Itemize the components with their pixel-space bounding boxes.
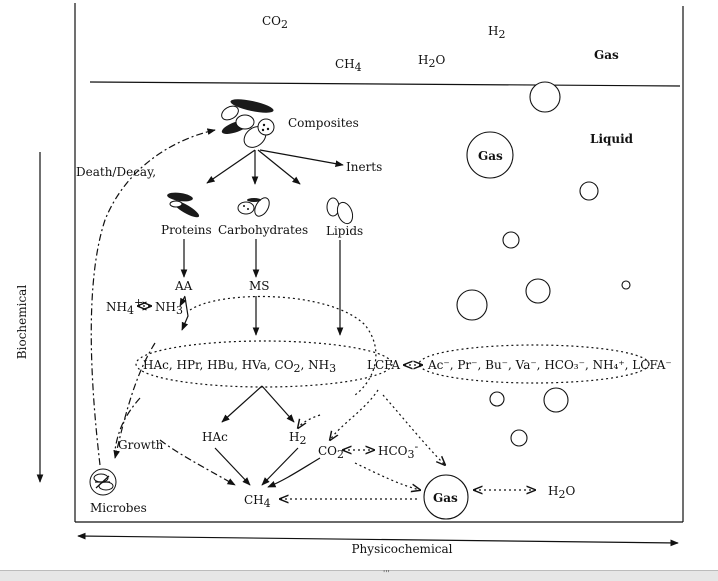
- gas-out-bubble: [423, 474, 469, 520]
- bubble: [525, 278, 551, 304]
- co2-liquid-label: CO2: [318, 444, 344, 461]
- h2-label: H2: [289, 430, 306, 447]
- co2-to-ch4-arrow: [267, 457, 321, 488]
- gas-bubble-label: Gas: [478, 149, 503, 163]
- growth-arrow: [113, 342, 156, 459]
- bubble: [579, 181, 599, 201]
- hco3-label: HCO3-: [378, 440, 418, 461]
- reactor-frame: [74, 3, 684, 523]
- ionized-species-group: [418, 344, 650, 384]
- nh4-label: NH4+: [106, 296, 143, 317]
- proteins-label: Proteins: [161, 223, 212, 237]
- gas-bubble: [466, 131, 514, 179]
- lcfa-label: LCFA: [367, 358, 400, 372]
- aa-label: AA: [174, 279, 193, 293]
- lipids-icon: [326, 197, 354, 225]
- ionized-species-row: Ac⁻, Pr⁻, Bu⁻, Va⁻, HCO₃⁻, NH₄⁺, LCFA⁻: [427, 358, 672, 372]
- carbohydrates-label: Carbohydrates: [218, 223, 308, 237]
- inerts-label: Inerts: [346, 160, 382, 174]
- death-decay-label: Death/Decay,: [76, 165, 156, 179]
- acetogenesis-arrow-h2: [261, 385, 295, 423]
- composites-label: Composites: [288, 116, 359, 130]
- undissociated-species-group: [135, 340, 393, 388]
- gas-phase-labels: CO2 H2 CH4 H2O Gas: [262, 14, 619, 74]
- growth-label: Growth: [118, 438, 164, 452]
- death-decay-arrow: [90, 128, 216, 466]
- bubble: [502, 231, 520, 249]
- acetoclastic-methanogenesis-arrow: [214, 447, 251, 486]
- bubble: [529, 81, 561, 113]
- microbes-label: Microbes: [90, 501, 147, 515]
- uptake-arrow: [159, 439, 236, 486]
- gas-phase-label: Gas: [594, 48, 619, 62]
- vfa-to-co2-arrow: [330, 389, 379, 440]
- aa-to-nh3-arrow: [179, 295, 187, 307]
- bubble: [456, 289, 488, 321]
- carbohydrates-icon: [237, 197, 270, 217]
- bubble: [621, 280, 631, 290]
- proteins-icon: [167, 192, 200, 218]
- ms-label: MS: [249, 279, 270, 293]
- nutrient-uptake-loop: [189, 295, 377, 396]
- h2o-gas-label: H2O: [418, 53, 445, 70]
- lipids-label: Lipids: [326, 224, 363, 238]
- vfa-to-h2-arrow: [298, 414, 321, 428]
- ch4-liquid-label: CH4: [244, 493, 271, 510]
- disintegration-arrows: [206, 149, 344, 185]
- hac-label: HAc: [202, 430, 228, 444]
- co2-to-gas-arrow: [354, 462, 420, 490]
- footer-bar: ''': [0, 569, 718, 581]
- liquid-phase-label: Liquid: [590, 132, 634, 146]
- aa-to-vfa-arrow: [181, 296, 189, 331]
- vfa-row: HAc, HPr, HBu, HVa, CO2, NH3: [143, 358, 336, 375]
- bubble: [543, 387, 569, 413]
- bubble: [489, 391, 505, 407]
- ch4-gas-label: CH4: [335, 57, 362, 74]
- gas-out-label: Gas: [433, 491, 458, 505]
- bubble: [510, 429, 528, 447]
- acetogenesis-arrow-hac: [221, 385, 263, 423]
- growth-arrow-2: [114, 397, 141, 451]
- footer-mark: ''': [383, 569, 390, 578]
- physicochemical-axis-label: Physicochemical: [351, 542, 452, 556]
- physicochemical-axis-arrow: [77, 532, 679, 547]
- h2-gas-label: H2: [488, 24, 505, 41]
- composites-particle-icon: [221, 99, 275, 148]
- nh3-label: NH3: [155, 300, 183, 317]
- microbes-icon: [89, 468, 117, 496]
- co2-gas-label: CO2: [262, 14, 288, 31]
- bubbles: Gas: [456, 81, 631, 447]
- biochemical-axis-label: Biochemical: [15, 285, 29, 360]
- h2o-out-label: H2O: [548, 484, 575, 501]
- hydrogenotrophic-methanogenesis-arrow: [261, 447, 299, 486]
